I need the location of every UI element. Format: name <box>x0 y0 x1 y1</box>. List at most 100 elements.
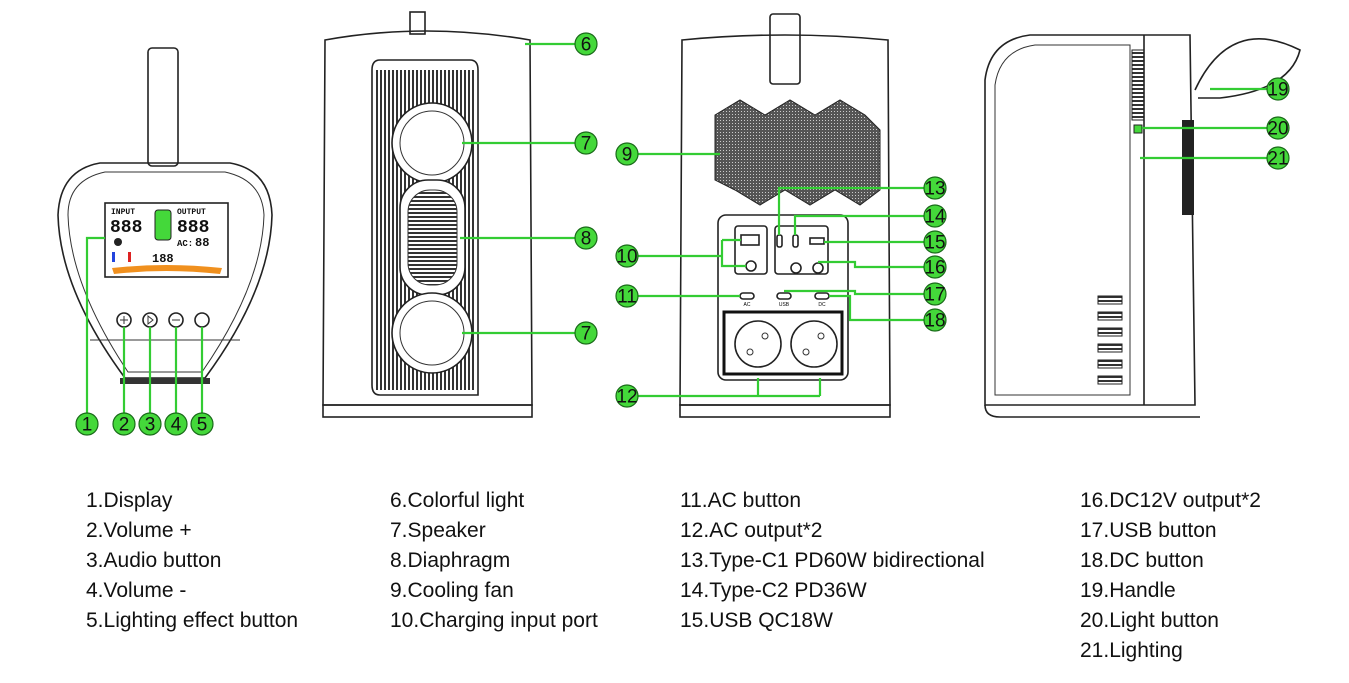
dc-port-2 <box>812 262 824 274</box>
legend-item: 4.Volume - <box>86 579 187 602</box>
callout-2: 2 <box>112 412 136 436</box>
legend-item: 15.USB QC18W <box>680 609 833 632</box>
legend-item: 16.DC12V output*2 <box>1080 489 1261 512</box>
battery-icon <box>154 209 172 241</box>
ac-outlet-1 <box>734 320 782 368</box>
light-button[interactable] <box>1133 124 1143 134</box>
callout-1: 1 <box>75 412 99 436</box>
callout-12: 12 <box>615 384 639 408</box>
fan-indicator-icon <box>114 238 122 246</box>
display-ac-digits: 88 <box>195 236 209 250</box>
display-input-digits: 888 <box>110 218 142 238</box>
ac-button-label: AC <box>744 302 751 308</box>
legend-item: 3.Audio button <box>86 549 222 572</box>
audio-button[interactable] <box>142 312 158 328</box>
svg-text:9: 9 <box>622 145 633 166</box>
legend-column-1: 1.Display 2.Volume + 3.Audio button 4.Vo… <box>86 486 298 636</box>
legend-item: 21.Lighting <box>1080 639 1183 662</box>
legend-item: 8.Diaphragm <box>390 549 511 572</box>
callout-5: 5 <box>190 412 214 436</box>
svg-text:4: 4 <box>171 415 182 436</box>
svg-text:18: 18 <box>924 311 945 332</box>
callout-8: 8 <box>574 226 598 250</box>
legend-column-2: 6.Colorful light 7.Speaker 8.Diaphragm 9… <box>390 486 598 636</box>
callout-14: 14 <box>923 204 947 228</box>
type-c1-port <box>776 234 783 248</box>
svg-text:17: 17 <box>924 285 945 306</box>
legend-item: 20.Light button <box>1080 609 1219 632</box>
callout-21: 21 <box>1266 146 1290 170</box>
legend-item: 2.Volume + <box>86 519 192 542</box>
lighting-side-view <box>984 34 1301 418</box>
callout-19: 19 <box>1266 77 1290 101</box>
legend-item: 1.Display <box>86 489 173 512</box>
dc-button[interactable] <box>814 292 830 300</box>
svg-text:21: 21 <box>1267 149 1288 170</box>
usb-port <box>809 237 825 245</box>
legend-item: 5.Lighting effect button <box>86 609 299 632</box>
svg-text:3: 3 <box>145 415 156 436</box>
side-body <box>984 34 1196 406</box>
speaker-bottom <box>391 292 473 374</box>
display-percent: 188 <box>152 252 174 266</box>
callout-11: 11 <box>615 284 639 308</box>
callout-7-bottom: 7 <box>574 321 598 345</box>
hot-temp-icon <box>128 252 131 262</box>
legend-item: 12.AC output*2 <box>680 519 823 542</box>
cooling-fan <box>714 99 881 206</box>
svg-text:16: 16 <box>924 258 945 279</box>
svg-text:19: 19 <box>1267 80 1288 101</box>
callout-13: 13 <box>923 176 947 200</box>
callout-16: 16 <box>923 255 947 279</box>
legend-item: 19.Handle <box>1080 579 1176 602</box>
dc-button-label: DC <box>818 302 826 308</box>
display-output-digits: 888 <box>177 218 209 238</box>
front-buttons <box>116 312 210 328</box>
legend-item: 6.Colorful light <box>390 489 525 512</box>
display-screen <box>104 202 229 278</box>
side-handle <box>1194 38 1301 99</box>
callout-9: 9 <box>615 142 639 166</box>
callout-6: 6 <box>574 32 598 56</box>
callout-20: 20 <box>1266 116 1290 140</box>
type-c2-port <box>792 234 799 248</box>
callout-17: 17 <box>923 282 947 306</box>
usb-button-label: USB <box>779 302 790 308</box>
legend-item: 17.USB button <box>1080 519 1217 542</box>
lighting-effect-button[interactable] <box>194 312 210 328</box>
ac-button[interactable] <box>739 292 755 300</box>
legend-item: 7.Speaker <box>390 519 486 542</box>
svg-text:20: 20 <box>1267 119 1288 140</box>
svg-text:14: 14 <box>924 207 946 228</box>
display-level-bar <box>112 265 222 274</box>
front-view: INPUT OUTPUT 888 888 AC: 88 188 <box>57 47 273 384</box>
legend-item: 14.Type-C2 PD36W <box>680 579 867 602</box>
handle <box>147 47 179 167</box>
svg-text:8: 8 <box>581 229 592 250</box>
svg-text:12: 12 <box>616 387 637 408</box>
back-body <box>679 34 891 406</box>
svg-text:7: 7 <box>581 134 592 155</box>
callout-15: 15 <box>923 230 947 254</box>
svg-text:13: 13 <box>924 179 945 200</box>
display-input-label: INPUT <box>111 208 135 217</box>
callout-10: 10 <box>615 244 639 268</box>
svg-text:7: 7 <box>581 324 592 345</box>
ac-outlet-2 <box>790 320 838 368</box>
usb-button[interactable] <box>776 292 792 300</box>
leader-lines <box>85 42 1267 413</box>
svg-text:10: 10 <box>616 247 637 268</box>
port-panel <box>717 214 849 381</box>
svg-text:6: 6 <box>581 35 592 56</box>
callout-3: 3 <box>138 412 162 436</box>
svg-text:5: 5 <box>197 415 208 436</box>
legend-item: 11.AC button <box>680 489 802 512</box>
speaker-side-view <box>322 11 533 418</box>
callouts: 1 2 3 4 5 6 7 8 7 9 10 11 12 13 14 15 16… <box>75 32 1290 436</box>
legend-item: 10.Charging input port <box>390 609 598 632</box>
speaker-body <box>322 30 533 406</box>
callout-18: 18 <box>923 308 947 332</box>
callout-7-top: 7 <box>574 131 598 155</box>
svg-text:1: 1 <box>82 415 93 436</box>
